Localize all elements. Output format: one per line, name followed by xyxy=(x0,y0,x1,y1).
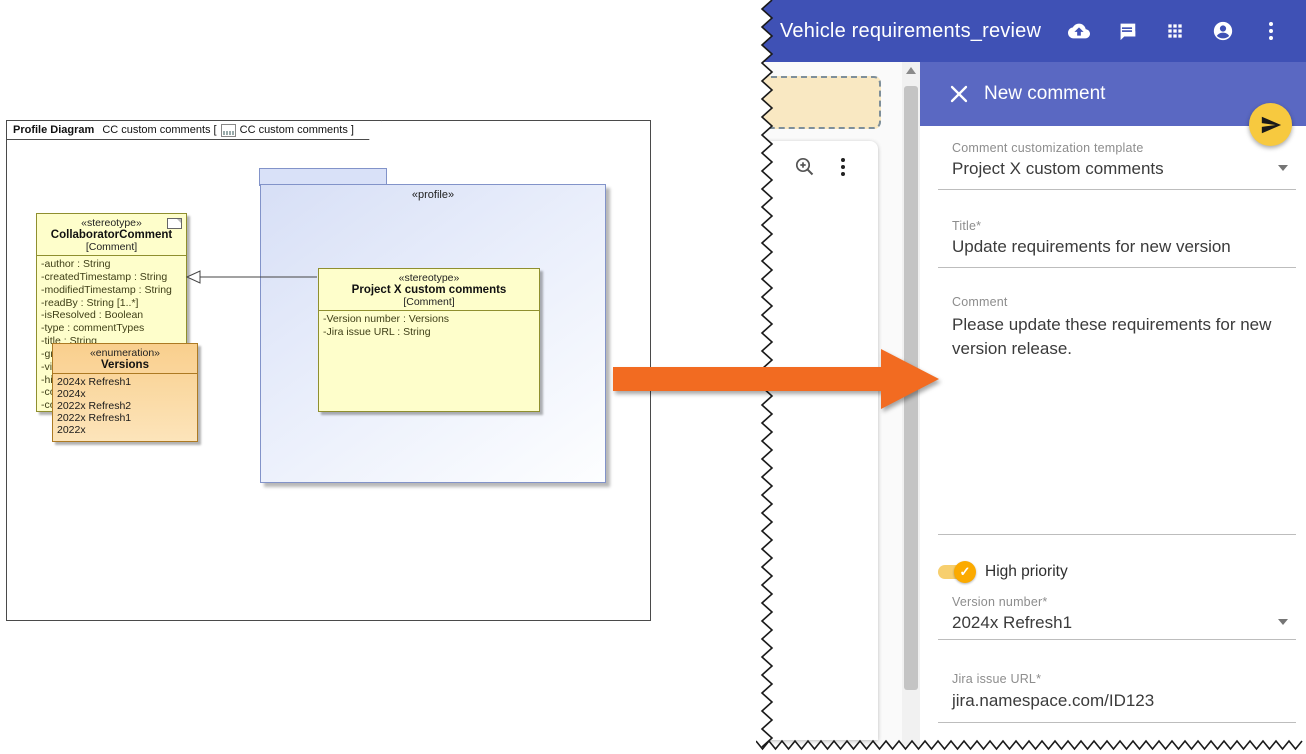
chevron-down-icon[interactable] xyxy=(1278,165,1288,171)
diagram-icon xyxy=(221,124,236,137)
app-title: Vehicle requirements_review xyxy=(780,19,1042,42)
app-header: Vehicle requirements_review xyxy=(762,0,1306,62)
enumeration-keyword: «enumeration» xyxy=(89,347,161,359)
title-field-label: Title* xyxy=(952,219,982,233)
jira-field-value[interactable]: jira.namespace.com/ID123 xyxy=(952,691,1155,710)
template-field-label: Comment customization template xyxy=(952,141,1144,155)
projectx-header: «stereotype» Project X custom comments [… xyxy=(319,269,539,311)
diagram-kind-label: Profile Diagram xyxy=(13,124,95,136)
more-vert-icon[interactable] xyxy=(841,158,845,176)
diagram-ref-label: CC custom comments ] xyxy=(239,124,354,136)
cloud-upload-icon[interactable] xyxy=(1068,20,1090,42)
zoom-in-icon[interactable] xyxy=(793,155,817,179)
more-vert-icon[interactable] xyxy=(1260,20,1282,42)
enumeration-name: Versions xyxy=(101,359,149,371)
element-note-icon xyxy=(167,218,182,229)
diagram-context-label: CC custom comments [ xyxy=(102,124,217,136)
field-underline xyxy=(938,534,1296,535)
comment-icon[interactable] xyxy=(1116,20,1138,42)
class-name: CollaboratorComment xyxy=(50,229,173,241)
literal: 2022x Refresh1 xyxy=(57,412,132,425)
literal: 2022x Refresh2 xyxy=(57,400,132,413)
account-icon[interactable] xyxy=(1212,20,1234,42)
literal: 2022x xyxy=(57,424,86,437)
new-comment-panel: New comment Comment customization templa… xyxy=(920,62,1306,754)
field-underline xyxy=(938,722,1296,723)
versions-header: «enumeration» Versions xyxy=(53,344,197,374)
field-underline xyxy=(938,639,1296,640)
metaclass-label: [Comment] xyxy=(403,296,455,308)
attribute: -createdTimestamp : String xyxy=(41,270,168,283)
new-comment-panel-header: New comment xyxy=(920,62,1306,126)
shape-toolbar xyxy=(762,141,878,740)
comment-field-value[interactable]: Please update these requirements for new… xyxy=(952,315,1272,358)
attribute: -isResolved : Boolean xyxy=(41,309,144,322)
attribute: -readBy : String [1..*] xyxy=(41,296,139,309)
profile-diagram-frame: Profile Diagram CC custom comments [ CC … xyxy=(6,120,651,621)
stereotype-keyword: «stereotype» xyxy=(81,217,142,229)
comment-field-label: Comment xyxy=(952,295,1008,309)
attribute: -author : String xyxy=(41,258,111,270)
title-field-value[interactable]: Update requirements for new version xyxy=(952,237,1231,256)
attribute: -type : commentTypes xyxy=(41,322,145,335)
scroll-up-arrow-icon[interactable] xyxy=(906,67,916,74)
selected-comment-shape[interactable] xyxy=(762,76,881,129)
close-icon[interactable] xyxy=(950,85,968,103)
field-underline xyxy=(938,267,1296,268)
apps-grid-icon[interactable] xyxy=(1164,20,1186,42)
attributes-compartment: -Version number : Versions -Jira issue U… xyxy=(319,311,539,339)
high-priority-label: High priority xyxy=(985,563,1068,580)
canvas-scrollbar[interactable] xyxy=(902,62,920,746)
scrollbar-thumb[interactable] xyxy=(904,86,918,690)
check-icon: ✓ xyxy=(959,564,971,579)
template-field-value[interactable]: Project X custom comments xyxy=(952,159,1164,178)
attribute: -modifiedTimestamp : String xyxy=(41,283,172,296)
jira-field-label: Jira issue URL* xyxy=(952,672,1042,686)
panel-title: New comment xyxy=(984,83,1106,104)
version-field-label: Version number* xyxy=(952,595,1048,609)
send-icon xyxy=(1261,116,1281,133)
literal: 2024x Refresh1 xyxy=(57,376,132,388)
app-header-actions xyxy=(1068,0,1282,62)
chevron-down-icon[interactable] xyxy=(1278,619,1288,625)
diagram-frame-header: Profile Diagram CC custom comments [ CC … xyxy=(6,120,382,140)
attribute: -Version number : Versions xyxy=(323,313,450,325)
high-priority-toggle-knob[interactable]: ✓ xyxy=(954,561,976,583)
literal: 2024x xyxy=(57,388,86,401)
collaborator-app: Vehicle requirements_review xyxy=(762,0,1306,754)
attribute: -Jira issue URL : String xyxy=(323,325,431,338)
field-underline xyxy=(938,189,1296,190)
version-field-value[interactable]: 2024x Refresh1 xyxy=(952,613,1073,632)
send-comment-button[interactable] xyxy=(1249,103,1292,146)
class-name: Project X custom comments xyxy=(351,284,507,296)
metaclass-label: [Comment] xyxy=(85,241,138,253)
diagram-canvas xyxy=(762,62,920,754)
collaborator-comment-header: «stereotype» CollaboratorComment [Commen… xyxy=(37,214,186,256)
profile-keyword: «profile» xyxy=(411,189,455,201)
versions-enumeration: «enumeration» Versions 2024x Refresh1 20… xyxy=(52,343,198,442)
stereotype-keyword: «stereotype» xyxy=(398,272,460,284)
literals-compartment: 2024x Refresh1 2024x 2022x Refresh2 2022… xyxy=(53,374,197,436)
projectx-comments-class: «stereotype» Project X custom comments [… xyxy=(318,268,540,412)
